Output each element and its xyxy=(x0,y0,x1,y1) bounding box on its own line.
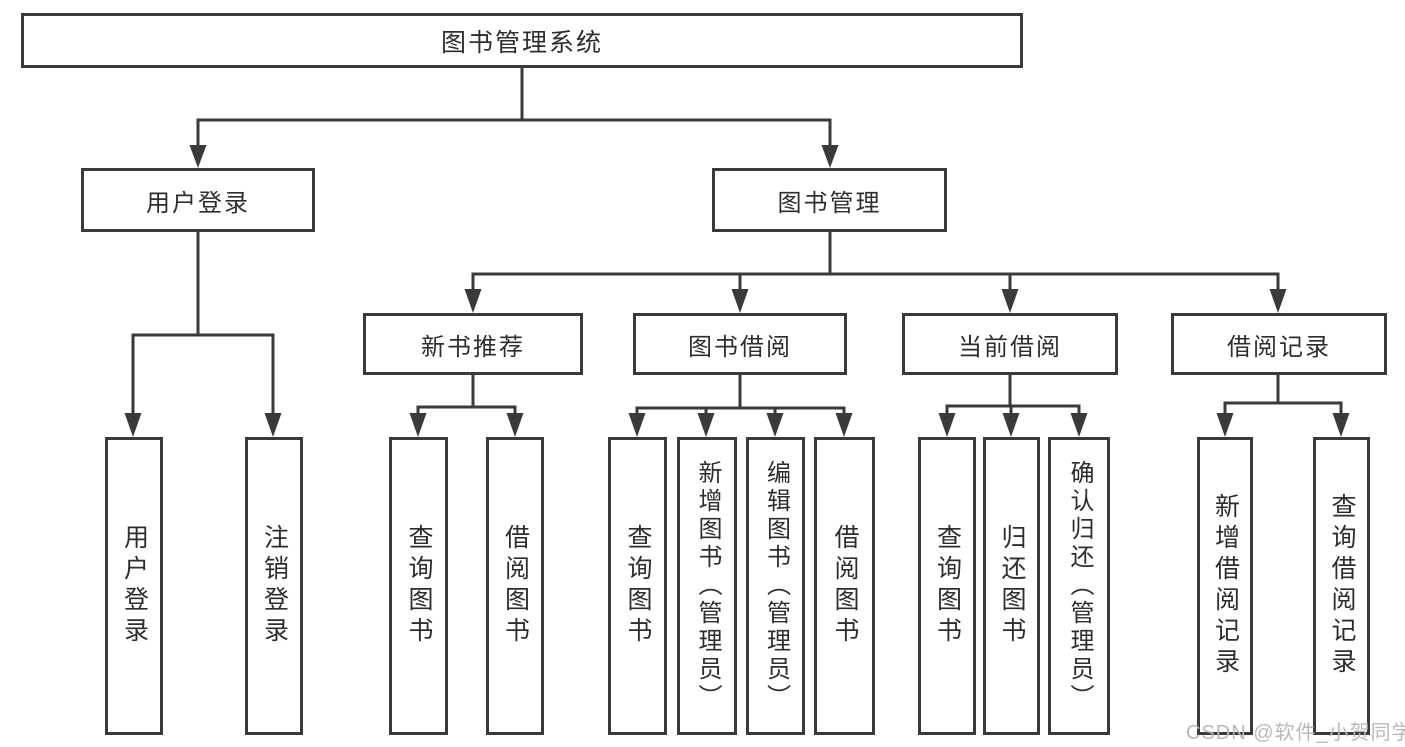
node-label: 当前借阅 xyxy=(958,327,1062,362)
leaf-query-books-1: 查询图书 xyxy=(389,437,448,735)
arrowhead xyxy=(190,145,207,168)
node-label: 查询图书 xyxy=(625,524,650,648)
arrowhead xyxy=(732,289,749,313)
arrowhead xyxy=(1002,289,1019,313)
leaf-confirm-return-admin: 确认归还（管理员） xyxy=(1048,437,1110,735)
node-library-management-system: 图书管理系统 xyxy=(21,13,1023,68)
arrowhead xyxy=(1270,289,1287,313)
arrowhead xyxy=(767,413,784,437)
arrowhead xyxy=(1333,413,1350,437)
connector-book-management-to-level3 xyxy=(465,232,1287,313)
connector-new-book-recommend-to-leaves xyxy=(410,375,524,437)
node-user-login: 用户登录 xyxy=(81,168,315,232)
node-label: 新增借阅记录 xyxy=(1213,493,1238,679)
node-new-book-recommend: 新书推荐 xyxy=(363,313,583,375)
node-label: 图书管理 xyxy=(778,183,882,218)
leaf-query-books-3: 查询图书 xyxy=(918,437,976,735)
arrowhead xyxy=(410,413,427,437)
csdn-watermark: CSDN @软件_小贺同学 xyxy=(1186,716,1405,745)
node-label: 用户登录 xyxy=(122,524,147,648)
node-label: 新增图书（管理员） xyxy=(695,460,719,712)
node-label: 查询图书 xyxy=(406,524,431,648)
arrowhead xyxy=(1003,413,1020,437)
arrowhead xyxy=(629,413,646,437)
arrowhead xyxy=(698,413,715,437)
node-label: 图书管理系统 xyxy=(441,23,603,59)
leaf-logout: 注销登录 xyxy=(245,437,303,735)
node-label: 确认归还（管理员） xyxy=(1067,460,1091,712)
node-label: 查询借阅记录 xyxy=(1329,493,1354,679)
node-book-borrow: 图书借阅 xyxy=(633,313,847,375)
arrowhead xyxy=(939,413,956,437)
node-borrow-records: 借阅记录 xyxy=(1171,313,1387,375)
connector-root-to-level2 xyxy=(190,68,839,168)
leaf-add-book-admin: 新增图书（管理员） xyxy=(677,437,737,735)
leaf-edit-book-admin: 编辑图书（管理员） xyxy=(746,437,805,735)
leaf-return-book: 归还图书 xyxy=(983,437,1040,735)
connector-current-borrow-to-leaves xyxy=(939,375,1088,437)
arrowhead xyxy=(465,289,482,313)
arrowhead xyxy=(822,145,839,168)
node-label: 图书借阅 xyxy=(688,327,792,362)
leaf-query-books-2: 查询图书 xyxy=(608,437,667,735)
node-current-borrow: 当前借阅 xyxy=(902,313,1118,375)
connector-book-borrow-to-leaves xyxy=(629,375,853,437)
arrowhead xyxy=(1217,413,1234,437)
node-label: 用户登录 xyxy=(146,183,250,218)
arrowhead xyxy=(836,413,853,437)
node-label: 借阅图书 xyxy=(832,524,857,648)
node-label: 新书推荐 xyxy=(421,327,525,362)
arrowhead xyxy=(265,413,282,437)
leaf-query-borrow-record: 查询借阅记录 xyxy=(1313,437,1370,735)
connector-borrow-records-to-leaves xyxy=(1217,375,1350,437)
leaf-add-borrow-record: 新增借阅记录 xyxy=(1197,437,1253,735)
node-book-management: 图书管理 xyxy=(712,168,947,232)
node-label: 查询图书 xyxy=(935,524,960,648)
arrowhead xyxy=(125,413,142,437)
node-label: 注销登录 xyxy=(262,524,287,648)
arrowhead xyxy=(507,413,524,437)
leaf-borrow-books-2: 借阅图书 xyxy=(814,437,875,735)
leaf-user-login: 用户登录 xyxy=(105,437,163,735)
node-label: 借阅图书 xyxy=(503,524,528,648)
arrowhead xyxy=(1071,413,1088,437)
node-label: 借阅记录 xyxy=(1227,327,1331,362)
node-label: 归还图书 xyxy=(999,524,1024,648)
node-label: 编辑图书（管理员） xyxy=(764,460,788,712)
connector-user-login-to-leaves xyxy=(125,232,282,437)
leaf-borrow-books-1: 借阅图书 xyxy=(486,437,544,735)
